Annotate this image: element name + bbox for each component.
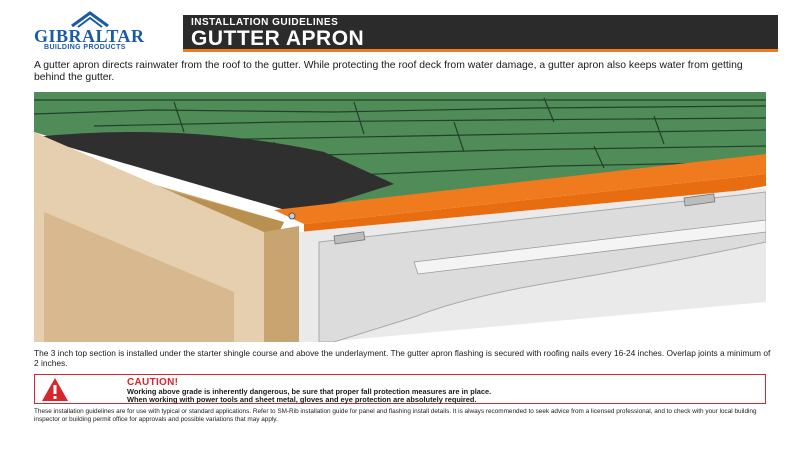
roof-peak-icon bbox=[71, 11, 109, 28]
gutter-body bbox=[318, 191, 766, 342]
rafter-shadow bbox=[44, 212, 234, 342]
installation-instructions: The 3 inch top section is installed unde… bbox=[34, 348, 771, 368]
disclaimer-footer: These installation guidelines are for us… bbox=[34, 408, 757, 423]
caution-line-1: Working above grade is inherently danger… bbox=[127, 387, 492, 396]
caution-line-2: When working with power tools and sheet … bbox=[127, 395, 477, 404]
gutter-lip bbox=[413, 219, 766, 275]
page-header: GIBRALTAR BUILDING PRODUCTS INSTALLATION… bbox=[0, 0, 800, 55]
gutter-apron-illustration bbox=[34, 92, 766, 342]
brand-tagline: BUILDING PRODUCTS bbox=[44, 44, 126, 51]
roofing-nail bbox=[288, 212, 296, 220]
caution-box: CAUTION! Working above grade is inherent… bbox=[34, 374, 766, 404]
caution-title: CAUTION! bbox=[127, 377, 179, 388]
shingle-lines bbox=[34, 97, 766, 177]
page-title: GUTTER APRON bbox=[191, 27, 365, 50]
gutter-hangers bbox=[333, 193, 716, 245]
banner-accent-bar bbox=[183, 49, 778, 52]
intro-paragraph: A gutter apron directs rainwater from th… bbox=[34, 60, 743, 83]
brand-name: GIBRALTAR bbox=[34, 26, 145, 46]
brand-logo: GIBRALTAR BUILDING PRODUCTS bbox=[34, 11, 152, 51]
underlayment bbox=[34, 132, 394, 214]
warning-triangle-icon bbox=[42, 378, 68, 401]
title-banner: INSTALLATION GUIDELINES GUTTER APRON bbox=[183, 15, 778, 50]
fascia-board bbox=[264, 226, 299, 342]
banner-subtitle: INSTALLATION GUIDELINES bbox=[191, 17, 339, 28]
gutter-apron-flashing bbox=[274, 154, 766, 224]
